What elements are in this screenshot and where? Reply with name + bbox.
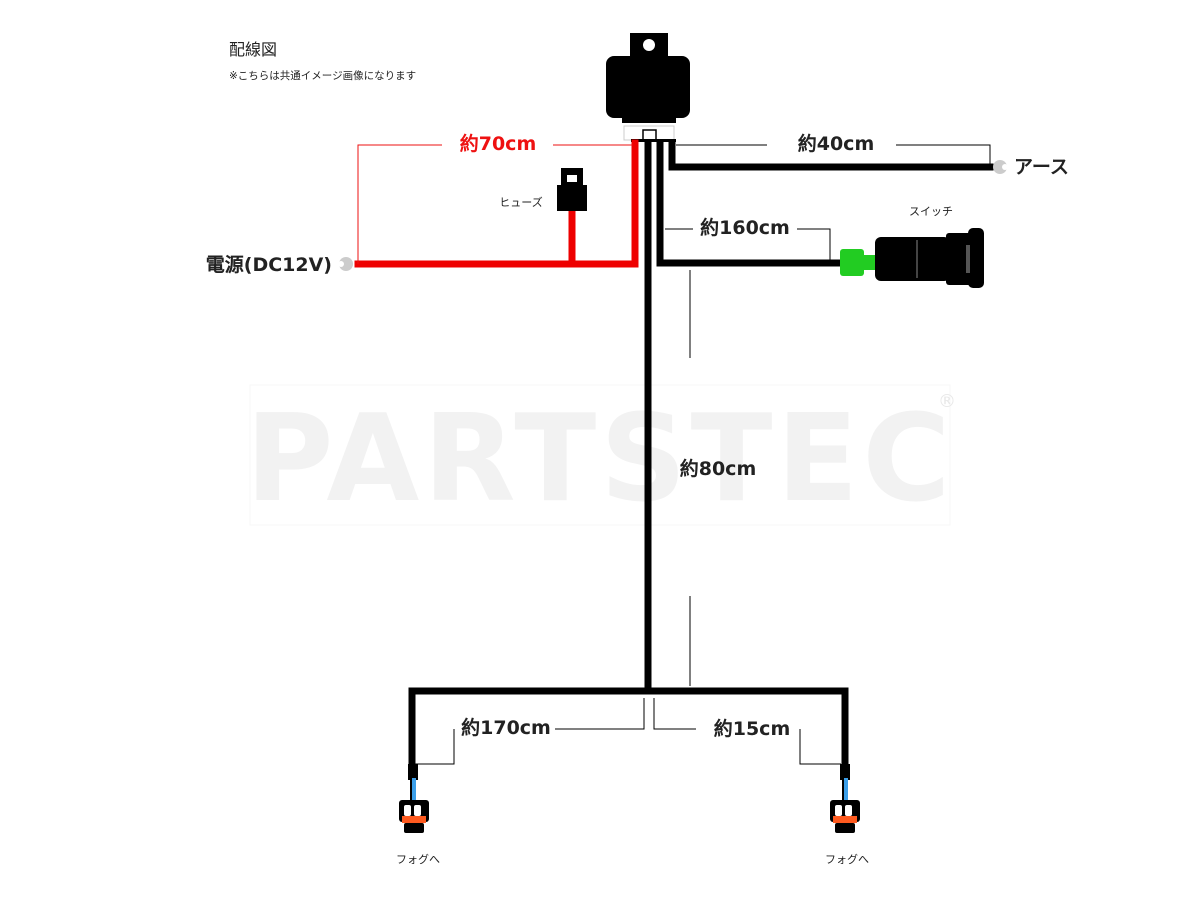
watermark-text: PARTSTEC [246,390,955,529]
ground-label: アース [1014,156,1069,178]
diagram-note: ※こちらは共通イメージ画像になります [229,70,416,82]
right-length-label: 約15cm [714,717,791,740]
power-terminal-icon [338,257,353,271]
branch-wire [408,687,849,772]
fog-right-label: フォグへ [825,852,869,866]
fog-connector-left-icon [399,764,429,833]
watermark-registered-mark: ® [938,391,956,412]
left-length-label: 約170cm [461,716,551,739]
switch-icon [840,228,984,288]
relay-icon [606,33,690,142]
ground-terminal-icon [993,160,1008,174]
fuse-label: ヒューズ [499,195,542,209]
switch-length-label: 約160cm [700,216,790,239]
switch-wire [656,139,846,267]
main-length-label: 約80cm [680,457,757,480]
ground-length-label: 約40cm [798,132,875,155]
power-wire [354,139,639,268]
dimension-lines [357,144,991,765]
power-length-label: 約70cm [460,132,537,155]
power-label: 電源(DC12V) [206,253,332,276]
fog-connector-right-icon [830,764,860,833]
fog-left-label: フォグへ [396,852,440,866]
ground-wire [668,139,994,171]
diagram-title: 配線図 [229,40,277,59]
fuse-icon [557,168,587,211]
switch-label: スイッチ [909,205,953,218]
watermark: PARTSTEC ® [246,384,956,529]
